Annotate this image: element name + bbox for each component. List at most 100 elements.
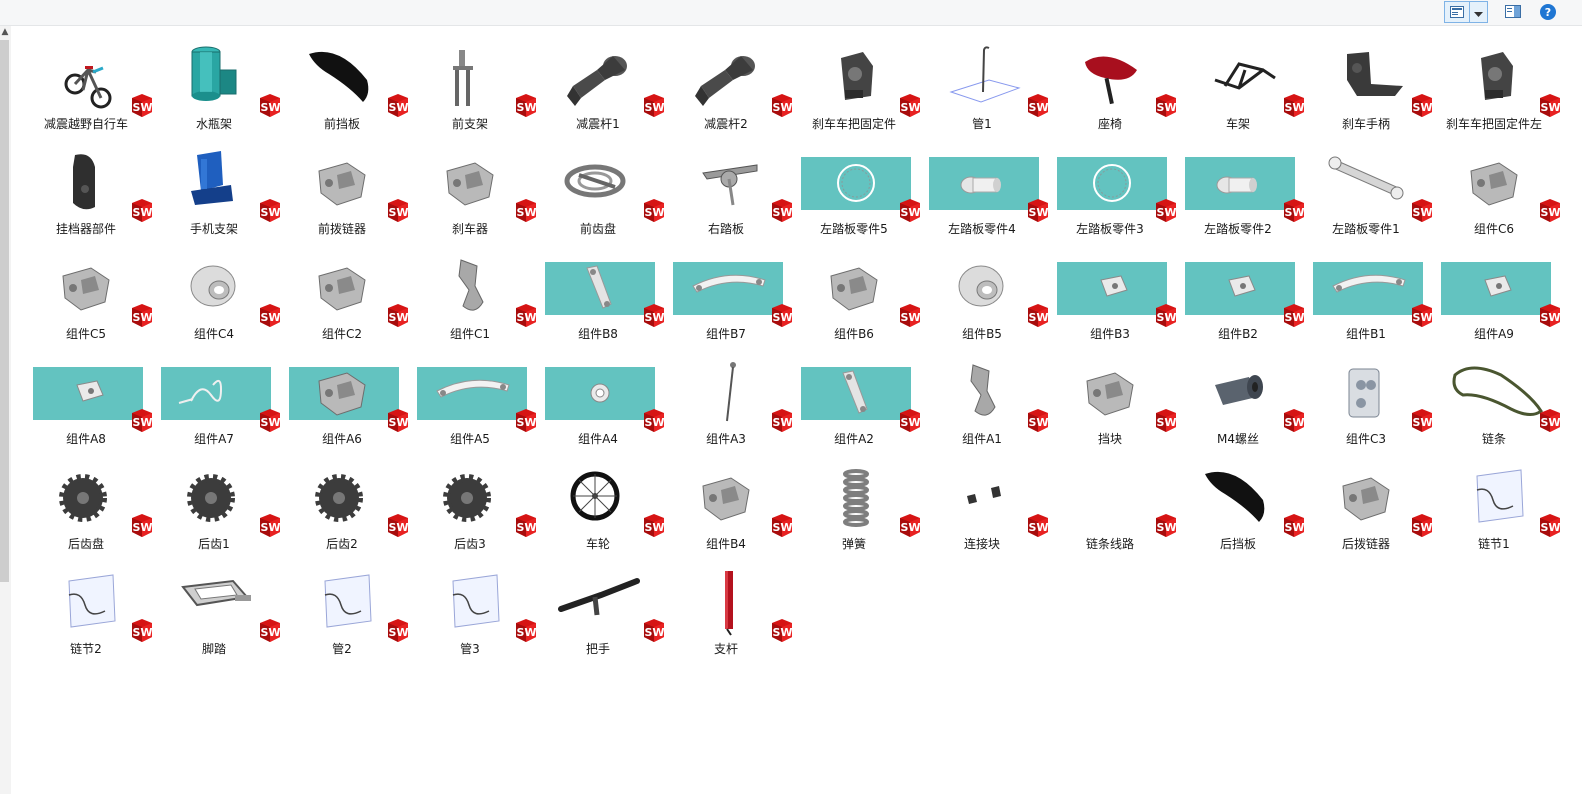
chainring-icon [545, 145, 655, 219]
help-button[interactable]: ? [1536, 0, 1560, 24]
file-name-label: 右踏板 [707, 222, 744, 236]
file-thumbnail: SW [545, 145, 665, 222]
left-scrollbar[interactable]: ▲ [0, 26, 11, 794]
file-item[interactable]: SW 右踏板 [662, 135, 793, 240]
solidworks-badge-icon: SW [896, 407, 923, 434]
file-item[interactable]: SW 组件A3 [662, 345, 793, 450]
thumbnail-background [673, 262, 783, 315]
scroll-up-icon[interactable]: ▲ [1, 27, 9, 37]
hinge-icon [1313, 355, 1423, 429]
file-thumbnail: SW [673, 565, 793, 642]
gear-icon [289, 460, 399, 534]
svg-text:SW: SW [772, 206, 792, 219]
file-thumbnail: SW [417, 145, 537, 222]
file-name-label: 管2 [332, 642, 352, 656]
details-view-button[interactable] [1444, 1, 1470, 23]
scrollbar-thumb[interactable] [0, 40, 9, 582]
view-options-dropdown[interactable] [1470, 1, 1488, 23]
file-name-label: 组件A3 [706, 432, 746, 446]
file-name-label: 组件A1 [962, 432, 1002, 446]
svg-text:SW: SW [132, 101, 152, 114]
fork-icon [417, 40, 527, 114]
file-thumbnail: SW [33, 565, 153, 642]
file-thumbnail: SW [801, 145, 921, 222]
svg-text:SW: SW [1540, 311, 1560, 324]
solidworks-badge-icon: SW [384, 617, 411, 644]
solidworks-badge-icon: SW [512, 92, 539, 119]
phone-holder-icon [161, 145, 271, 219]
file-name-label: 链节2 [70, 642, 102, 656]
file-thumbnail: SW [545, 40, 665, 117]
file-item[interactable]: SW 管2 [278, 555, 409, 660]
pin-icon [929, 145, 1039, 219]
preview-pane-button[interactable] [1500, 0, 1526, 24]
file-name-label: 组件A8 [66, 432, 106, 446]
solidworks-badge-icon: SW [512, 512, 539, 539]
svg-text:SW: SW [772, 416, 792, 429]
